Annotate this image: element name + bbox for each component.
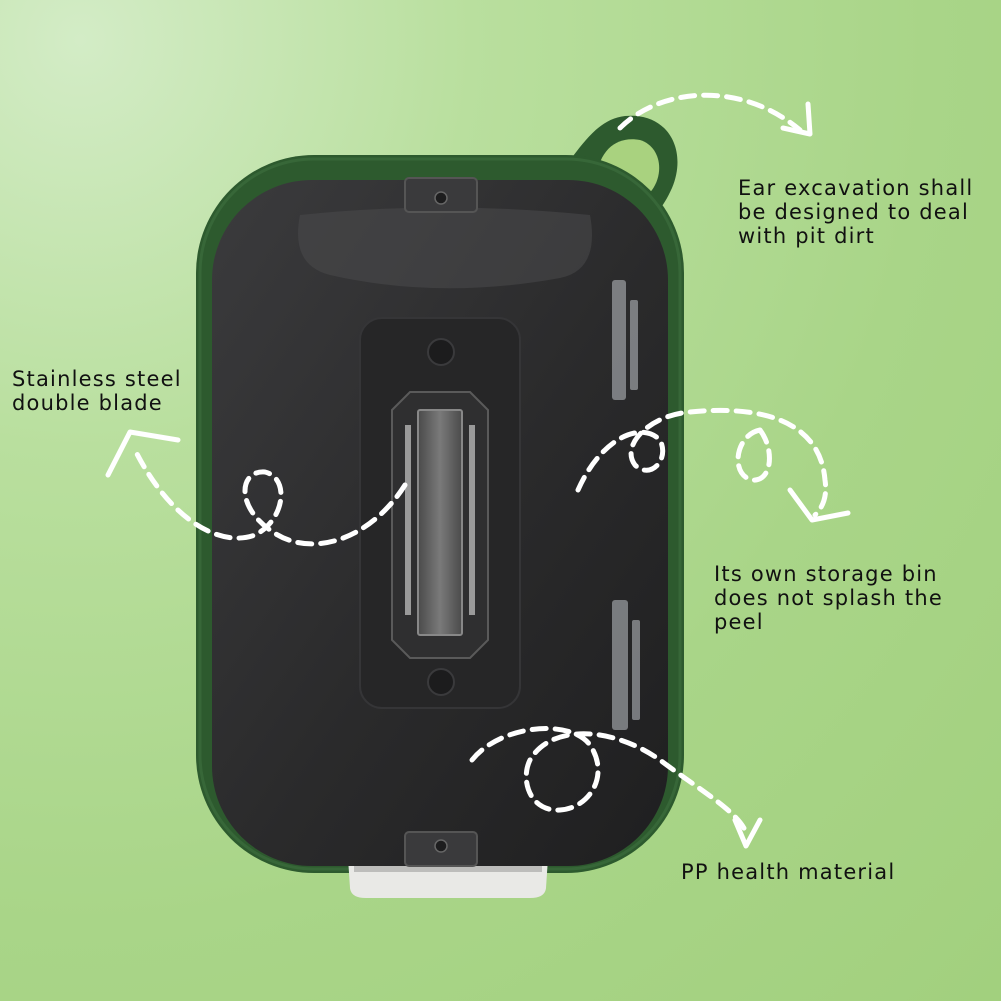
ear-arrow bbox=[617, 92, 803, 133]
callout-arrows bbox=[132, 92, 829, 833]
ear-arrowhead bbox=[780, 101, 813, 137]
lid-reflection bbox=[612, 280, 640, 730]
callout-pp-material: PP health material bbox=[681, 860, 896, 884]
pp-arrow bbox=[469, 726, 748, 833]
pp-arrowhead bbox=[732, 817, 763, 849]
bin-arrow bbox=[575, 407, 829, 518]
blade-arrow bbox=[132, 447, 408, 547]
blade-arrowhead bbox=[105, 429, 181, 478]
callout-stainless-blade: Stainless steel double blade bbox=[12, 367, 182, 415]
callout-storage-bin: Its own storage bin does not splash the … bbox=[714, 562, 943, 634]
bin-arrowhead bbox=[787, 487, 851, 523]
callout-ear-excavation: Ear excavation shall be designed to deal… bbox=[738, 176, 974, 248]
